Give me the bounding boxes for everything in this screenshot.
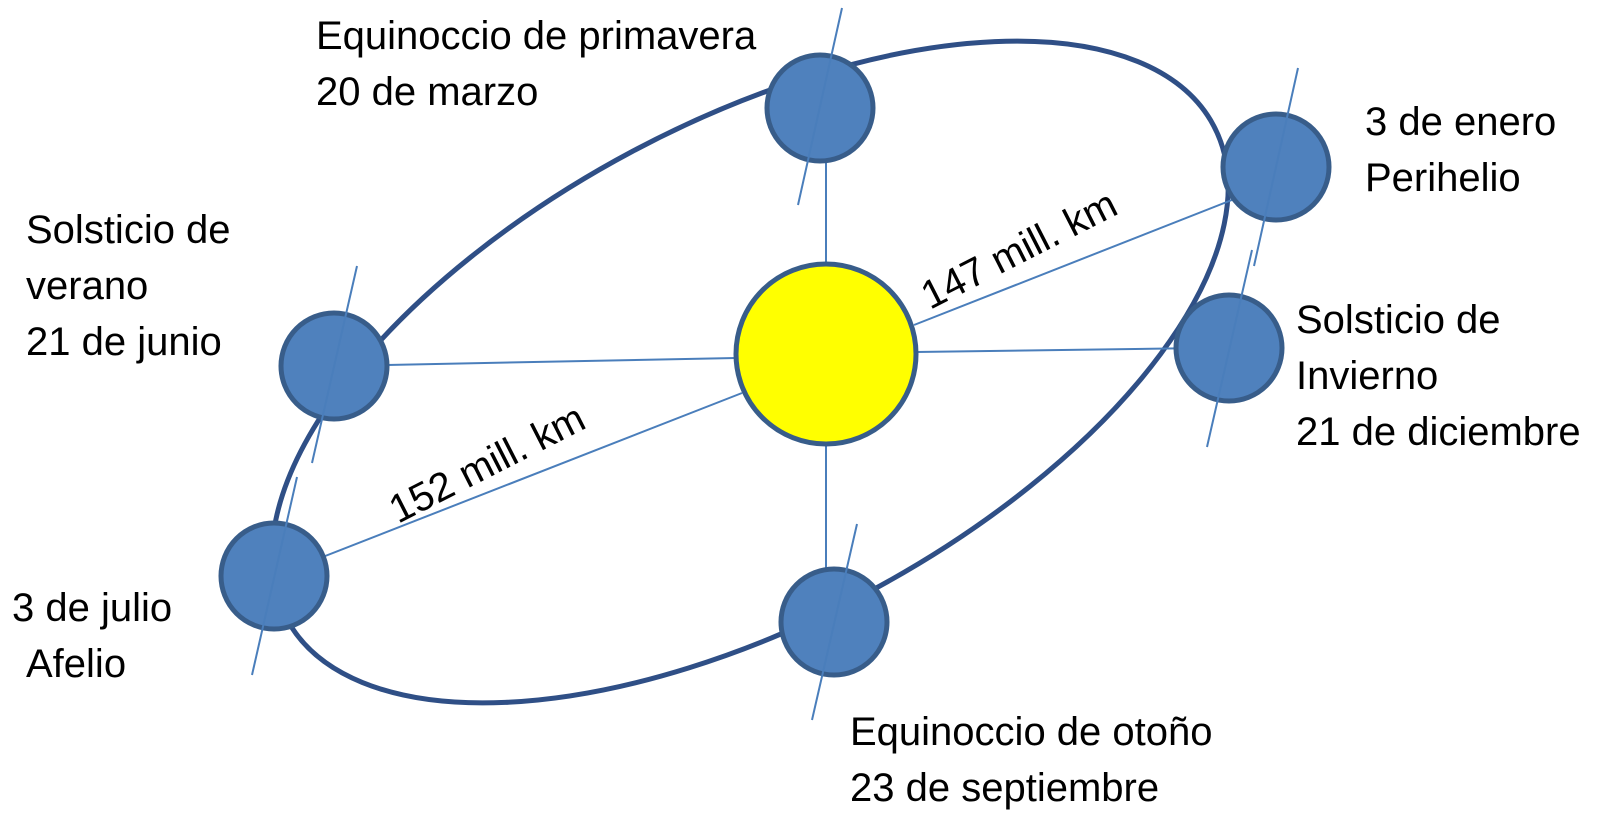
perihelion-title: Perihelio: [1365, 156, 1521, 200]
earth-axis: [251, 476, 298, 676]
spring-equinox-label: Equinoccio de primavera 20 de marzo: [316, 8, 756, 120]
earth-outline: [1220, 111, 1332, 223]
earth-outline: [764, 52, 876, 164]
autumn-equinox-date: 23 de septiembre: [850, 766, 1160, 810]
summer-solstice-title-2: verano: [26, 264, 149, 308]
summer-solstice-title-1: Solsticio de: [26, 208, 231, 252]
aphelion-title: Afelio: [26, 642, 127, 686]
winter-solstice-date: 21 de diciembre: [1296, 410, 1581, 454]
sun: [736, 264, 916, 444]
earth-outline: [218, 520, 330, 632]
sun-outline: [733, 261, 919, 447]
autumn-equinox-title: Equinoccio de otoño: [850, 710, 1213, 754]
summer-solstice-date: 21 de junio: [26, 320, 222, 364]
winter-solstice-title-1: Solsticio de: [1296, 298, 1501, 342]
earth-summer-solstice: [278, 265, 390, 464]
radius-line-aphelion: [273, 392, 743, 577]
earth-outline: [778, 566, 890, 678]
earth-aphelion: [218, 476, 330, 676]
spring-equinox-title: Equinoccio de primavera: [316, 14, 757, 58]
aphelion-date: 3 de julio: [12, 586, 173, 630]
earth-outline: [1173, 292, 1285, 404]
aphelion-label: 3 de julio Afelio: [12, 580, 172, 692]
earth-autumn-equinox: [778, 523, 890, 721]
earth-axis: [797, 7, 843, 206]
spring-equinox-date: 20 de marzo: [316, 70, 539, 114]
earth-perihelion: [1220, 67, 1332, 267]
autumn-equinox-label: Equinoccio de otoño 23 de septiembre: [850, 704, 1213, 816]
earth-outline: [278, 310, 390, 422]
earth-axis: [811, 523, 858, 721]
radius-line-summer: [333, 357, 737, 367]
earth-axis: [311, 265, 358, 464]
earth-winter-solstice: [1173, 249, 1285, 448]
perihelion-label: 3 de enero Perihelio: [1365, 94, 1556, 206]
earth-axis: [1253, 67, 1299, 267]
perihelion-date: 3 de enero: [1365, 100, 1557, 144]
radius-line-perihelion: [913, 184, 1271, 326]
winter-solstice-label: Solsticio de Invierno 21 de diciembre: [1296, 292, 1581, 460]
radius-line-winter: [915, 347, 1204, 353]
winter-solstice-title-2: Invierno: [1296, 354, 1439, 398]
earth-axis: [1206, 249, 1253, 448]
earth-spring-equinox: [764, 7, 876, 206]
summer-solstice-label: Solsticio de verano 21 de junio: [26, 202, 231, 370]
perihelion-distance-label: 147 mill. km: [914, 182, 1124, 318]
